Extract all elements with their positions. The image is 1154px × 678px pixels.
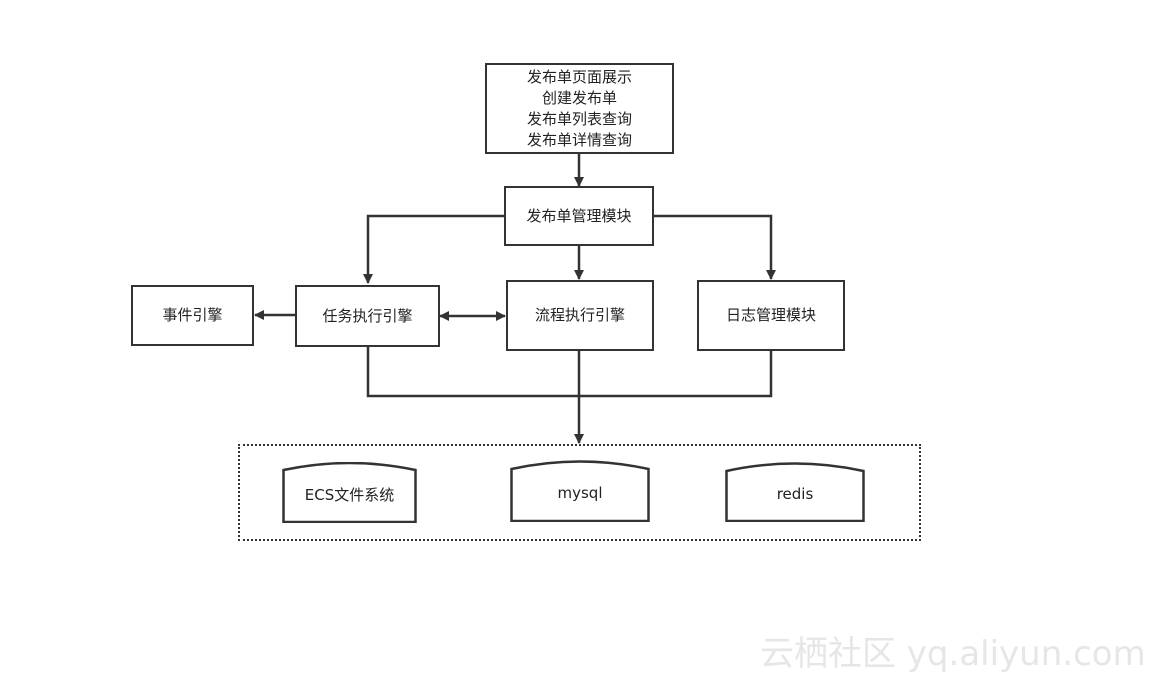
flow-engine-label: 流程执行引擎 [534,306,625,324]
event-engine-label: 事件引擎 [162,306,223,324]
mysql-store: mysql [510,460,650,522]
ecs-store-label: ECS文件系统 [304,486,395,504]
log-module-label: 日志管理模块 [725,306,816,324]
event-engine: 事件引擎 [131,285,254,346]
redis-store-label: redis [776,485,814,503]
edge-release-to-log [653,214,776,280]
edge-release-to-task [363,214,505,284]
redis-store: redis [725,462,865,522]
release-page-line-3: 发布单列表查询 [526,109,632,128]
flow-execution-engine: 流程执行引擎 [506,280,654,351]
release-management-label: 发布单管理模块 [526,206,632,225]
watermark: 云栖社区 yq.aliyun.com [760,634,1146,674]
ecs-store-shape [282,462,417,523]
storage-group [238,444,921,541]
mysql-store-shape [510,460,650,522]
release-page-line-1: 发布单页面展示 [526,67,632,86]
edge-log-down [579,350,773,398]
release-page-functions-box: 发布单页面展示 创建发布单 发布单列表查询 发布单详情查询 [485,63,674,154]
redis-store-shape [725,462,865,522]
release-page-line-2: 创建发布单 [541,88,617,107]
task-execution-engine: 任务执行引擎 [295,285,440,347]
log-management-module: 日志管理模块 [697,280,845,351]
release-management-module: 发布单管理模块 [504,186,654,246]
edge-task-down [366,347,579,398]
task-engine-label: 任务执行引擎 [322,306,413,325]
mysql-store-label: mysql [557,484,603,502]
release-page-line-4: 发布单详情查询 [526,130,632,149]
ecs-file-system-store: ECS文件系统 [282,462,417,523]
